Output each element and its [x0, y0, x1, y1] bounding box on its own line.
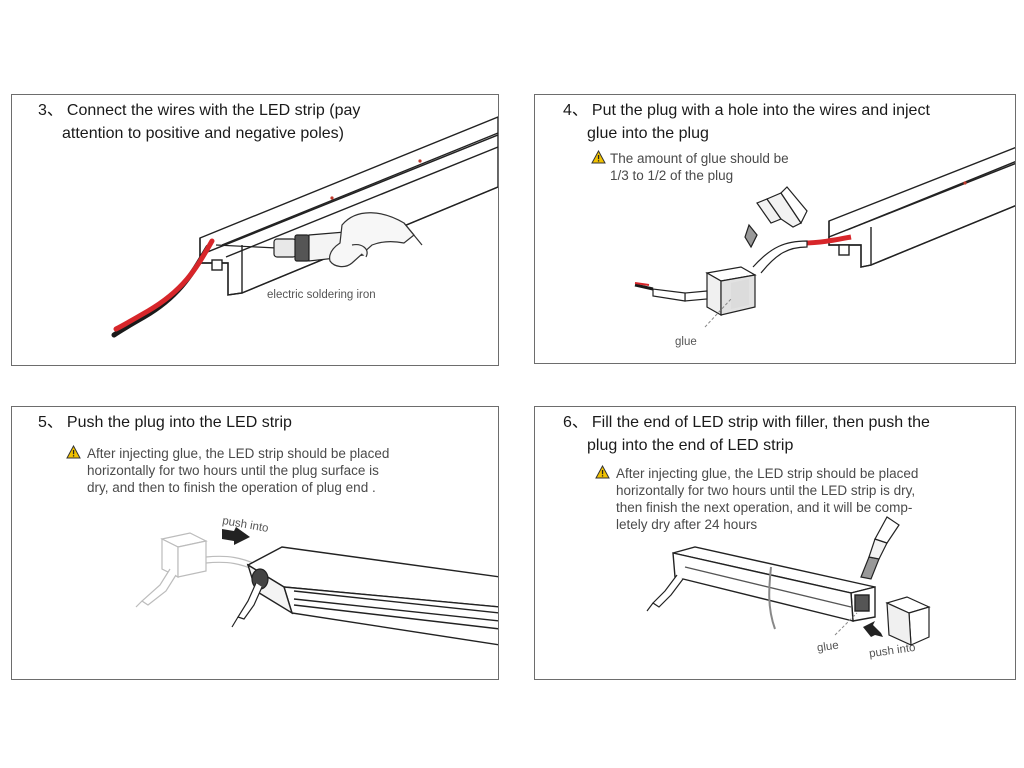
end-cap [885, 596, 931, 646]
warning-icon [66, 445, 81, 459]
note-line: letely dry after 24 hours [616, 517, 758, 532]
led-strip-profile [828, 147, 1015, 268]
note-line: horizontally for two hours until the plu… [87, 463, 379, 478]
step-number: 3、 [38, 102, 63, 119]
hand-icon [329, 212, 423, 268]
push-arrow-icon [863, 621, 883, 637]
glue-tube [860, 516, 900, 580]
soldering-iron-label: electric soldering iron [267, 289, 376, 301]
step-3-illustration [111, 116, 498, 338]
step-6-panel: 6、Fill the end of LED strip with filler,… [534, 406, 1016, 680]
step-number: 4、 [563, 102, 588, 119]
note-line: 1/3 to 1/2 of the plug [610, 168, 734, 183]
ghost-plug [135, 532, 263, 608]
note-line: The amount of glue should be [610, 151, 789, 166]
cable [752, 240, 808, 274]
note-line: then finish the next operation, and it w… [616, 500, 913, 515]
strap [768, 566, 776, 630]
step-4-illustration [634, 147, 1015, 328]
step-5-panel: 5、Push the plug into the LED strip After… [11, 406, 499, 680]
output-cable [646, 574, 684, 612]
warning-icon [595, 465, 610, 479]
step-title-line2: glue into the plug [587, 125, 709, 142]
step-3-panel: 3、Connect the wires with the LED strip (… [11, 94, 499, 366]
note-line: dry, and then to finish the operation of… [87, 480, 376, 495]
led-strip-profile [246, 546, 498, 646]
step-title-line1: Push the plug into the LED strip [66, 414, 292, 431]
push-arrow-icon [222, 527, 250, 545]
red-black-wires [111, 238, 215, 338]
output-cable [634, 282, 708, 302]
plug-end [231, 568, 269, 628]
step-6-illustration [646, 516, 931, 646]
note-line: After injecting glue, the LED strip shou… [616, 466, 919, 481]
step-number: 6、 [563, 414, 588, 431]
step-number: 5、 [38, 414, 63, 431]
led-strip-profile [672, 546, 876, 622]
step-title-line1: Put the plug with a hole into the wires … [591, 102, 930, 119]
step-title-line2: attention to positive and negative poles… [62, 125, 344, 142]
warning-icon [591, 150, 606, 164]
glue-tube [744, 186, 808, 249]
step-title-line1: Connect the wires with the LED strip (pa… [66, 102, 361, 119]
step-title-line1: Fill the end of LED strip with filler, t… [591, 414, 930, 431]
note-line: horizontally for two hours until the LED… [616, 483, 916, 498]
glue-label: glue [675, 336, 697, 348]
plug-with-hole [705, 266, 757, 317]
step-4-panel: 4、Put the plug with a hole into the wire… [534, 94, 1016, 364]
note-line: After injecting glue, the LED strip shou… [87, 446, 390, 461]
step-title-line2: plug into the end of LED strip [587, 437, 794, 454]
step-5-illustration [135, 527, 498, 646]
